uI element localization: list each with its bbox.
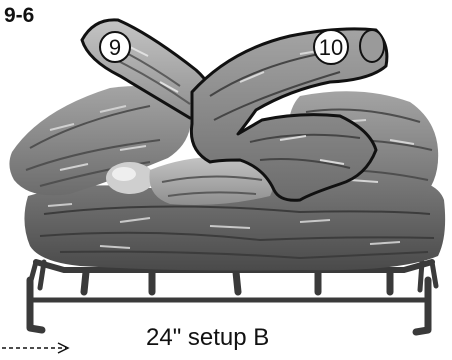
dashed-arrow	[2, 343, 68, 353]
ember-piece	[106, 162, 154, 194]
callout-10: 10	[314, 30, 348, 64]
fireplace-grate	[30, 262, 436, 332]
callout-9-label: 9	[109, 35, 121, 60]
caption: 24" setup B	[146, 324, 269, 352]
callout-10-label: 10	[319, 35, 343, 60]
callout-9: 9	[100, 32, 130, 62]
